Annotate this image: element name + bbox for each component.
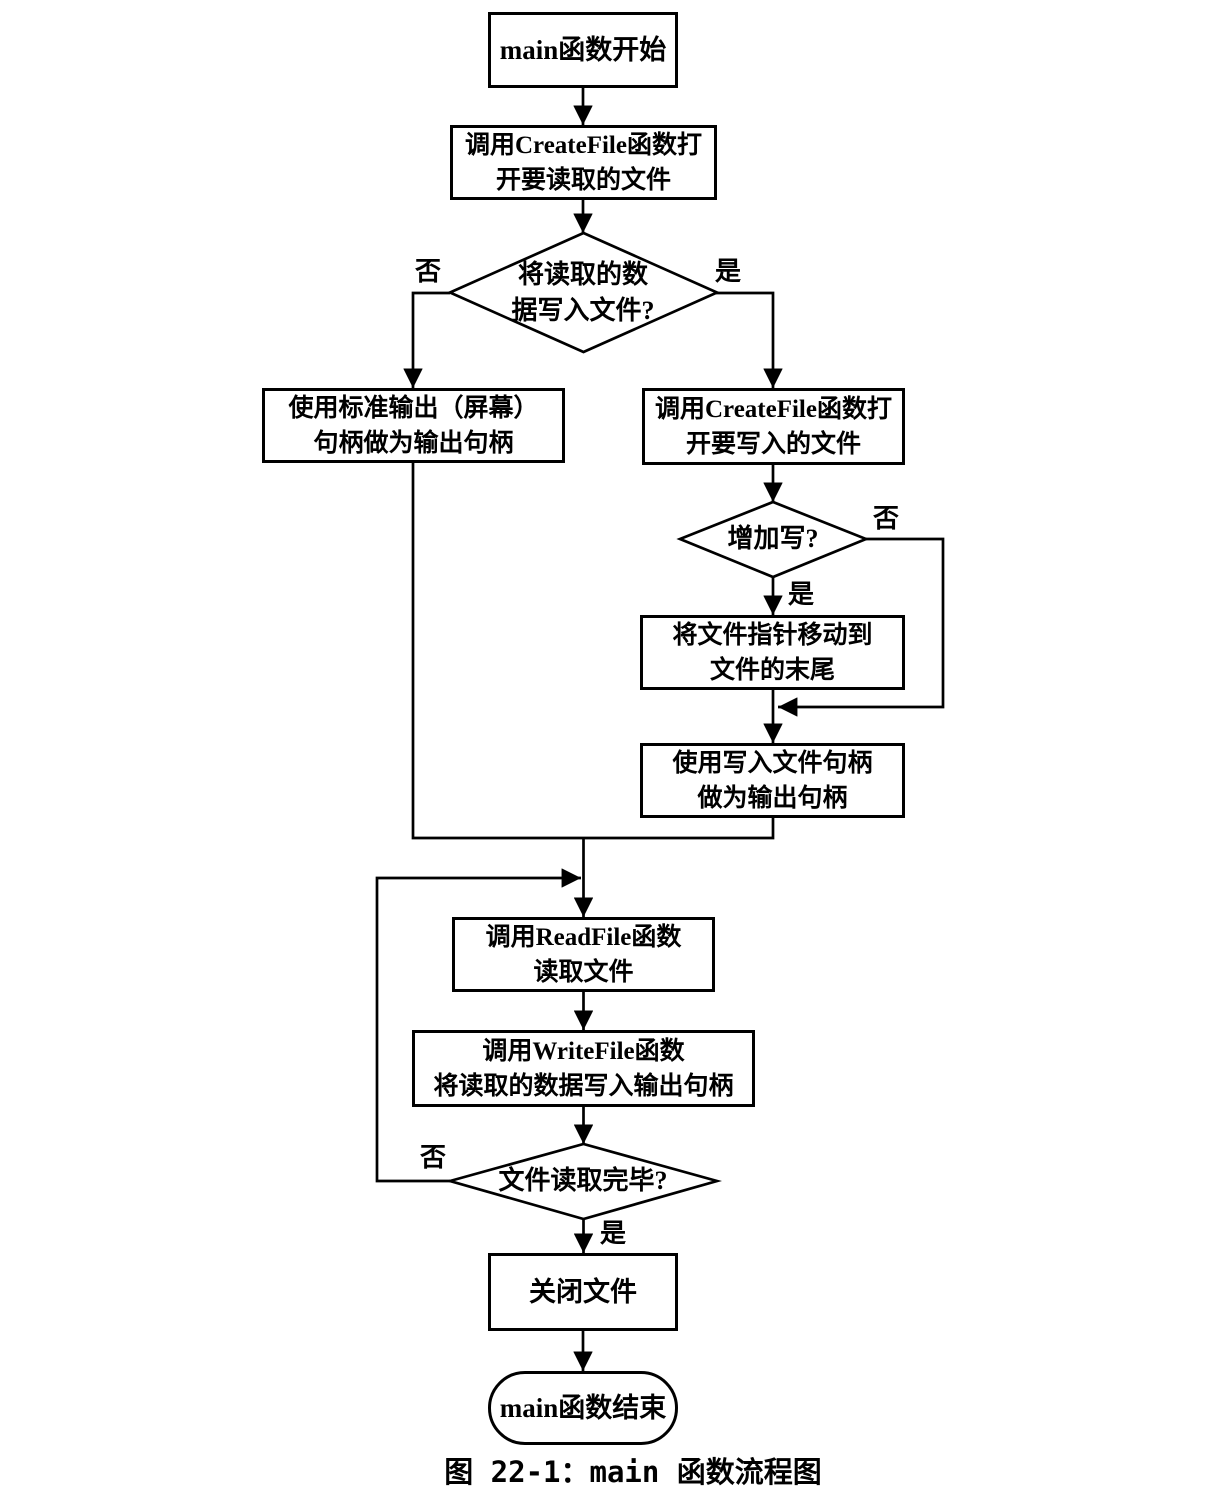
label-read-done-yes: 是: [599, 1219, 626, 1248]
edge-decision1-yes-to-openwrite: [716, 291, 783, 388]
label-read-done-no: 否: [419, 1143, 446, 1172]
node-move-file-pointer-line2: 文件的末尾: [709, 656, 835, 684]
label-write-decision-yes: 是: [714, 257, 741, 286]
decision-write-to-file-shape: [446, 231, 721, 354]
edge-decision2-no-bypass: [778, 537, 945, 717]
decision-write-to-file-line1: 将读取的数: [517, 260, 648, 289]
node-open-read-file-line1: 调用CreateFile函数打: [465, 131, 702, 159]
node-use-write-handle-line2: 做为输出句柄: [697, 784, 848, 812]
label-append-decision-no: 否: [872, 504, 899, 533]
figure-caption: 图 22-1：main 函数流程图: [444, 1455, 822, 1489]
edge-merge-branches: [411, 463, 775, 840]
decision-write-to-file-text: 将读取的数 据写入文件?: [463, 254, 703, 332]
decision-append-write-text: 增加写?: [693, 521, 853, 557]
decision-read-done-label: 文件读取完毕?: [498, 1166, 668, 1195]
decision-read-done-text: 文件读取完毕?: [463, 1163, 703, 1199]
node-read-file: 调用ReadFile函数 读取文件: [452, 917, 715, 992]
node-open-write-file-line2: 开要写入的文件: [685, 430, 861, 458]
decision-append-write-label: 增加写?: [727, 524, 819, 553]
node-start-label: main函数开始: [499, 34, 667, 65]
node-close-file-label: 关闭文件: [529, 1276, 637, 1307]
node-use-std-output-line1: 使用标准输出（屏幕）: [288, 394, 539, 422]
node-use-write-handle: 使用写入文件句柄 做为输出句柄: [640, 743, 905, 818]
node-open-read-file: 调用CreateFile函数打 开要读取的文件: [450, 125, 717, 200]
node-move-file-pointer-line1: 将文件指针移动到: [672, 621, 873, 649]
node-write-file-line2: 将读取的数据写入输出句柄: [433, 1072, 734, 1100]
node-end: main函数结束: [488, 1371, 678, 1445]
node-write-file-line1: 调用WriteFile函数: [482, 1037, 685, 1065]
node-write-file: 调用WriteFile函数 将读取的数据写入输出句柄: [412, 1030, 755, 1107]
node-use-std-output-line2: 句柄做为输出句柄: [313, 429, 514, 457]
label-write-decision-no: 否: [414, 257, 441, 286]
node-open-write-file: 调用CreateFile函数打 开要写入的文件: [642, 388, 905, 465]
node-close-file: 关闭文件: [488, 1253, 678, 1331]
node-move-file-pointer: 将文件指针移动到 文件的末尾: [640, 615, 905, 690]
label-append-decision-yes: 是: [787, 580, 814, 609]
decision-write-to-file-line2: 据写入文件?: [511, 296, 655, 325]
node-end-label: main函数结束: [499, 1392, 667, 1423]
node-open-write-file-line1: 调用CreateFile函数打: [655, 395, 892, 423]
decision-read-done-shape: [445, 1142, 722, 1221]
node-read-file-line2: 读取文件: [533, 958, 634, 986]
edge-decision1-no-to-stdout: [403, 291, 450, 388]
node-use-write-handle-line1: 使用写入文件句柄: [672, 749, 873, 777]
node-use-std-output: 使用标准输出（屏幕） 句柄做为输出句柄: [262, 388, 565, 463]
node-read-file-line1: 调用ReadFile函数: [485, 923, 682, 951]
edge-readdone-no-loopback: [375, 868, 581, 1183]
node-open-read-file-line2: 开要读取的文件: [495, 166, 671, 194]
decision-append-write-shape: [676, 500, 870, 579]
node-start: main函数开始: [488, 12, 678, 88]
